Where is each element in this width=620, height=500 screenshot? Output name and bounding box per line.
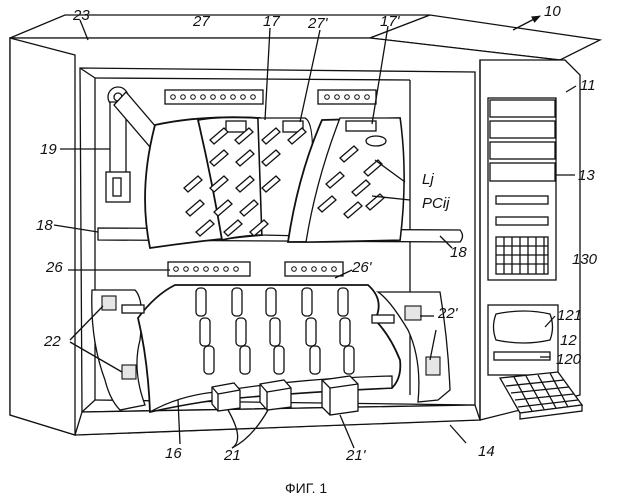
label-121: 121 [557,307,582,324]
label-27: 27 [192,13,210,30]
label-Lj: Lj [422,171,434,188]
label-22: 22 [43,333,61,350]
label-18-left: 18 [36,217,53,234]
label-130: 130 [572,251,598,268]
label-19: 19 [40,141,57,158]
label-18-right: 18 [450,244,467,261]
label-14: 14 [478,443,495,460]
label-26: 26 [45,259,63,276]
label-10: 10 [544,3,561,20]
label-27prime: 27' [307,15,329,32]
label-26prime: 26' [351,259,373,276]
label-17: 17 [263,13,280,30]
label-11: 11 [580,77,596,94]
label-23: 23 [72,7,90,24]
label-12: 12 [560,332,577,349]
control-unit [488,98,556,280]
label-21: 21 [223,447,241,464]
figure-caption: ФИГ. 1 [285,480,327,496]
label-13: 13 [578,167,595,184]
label-22prime: 22' [437,305,459,322]
label-120: 120 [556,351,582,368]
label-17prime: 17' [380,13,401,30]
label-PCij: PCij [422,195,450,212]
label-16: 16 [165,445,182,462]
label-21prime: 21' [345,447,367,464]
